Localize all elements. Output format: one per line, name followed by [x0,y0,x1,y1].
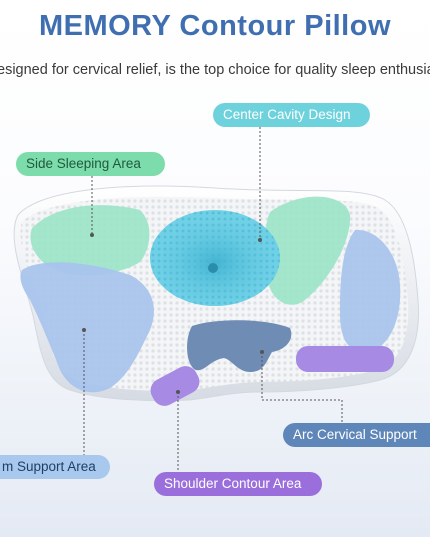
center-cavity-label: Center Cavity Design [213,103,370,127]
right-support-area [340,229,401,353]
side-sleeping-label: Side Sleeping Area [16,152,165,176]
shoulder-contour-right [296,346,394,372]
shoulder-contour-label: Shoulder Contour Area [154,472,322,496]
page-subtitle: esigned for cervical relief, is the top … [0,62,430,78]
side-sleeping-area-left [30,205,150,276]
page-title: MEMORY Contour Pillow [38,10,392,42]
arm-support-area [20,262,154,393]
arm-support-label: m Support Area [0,455,110,479]
arc-cervical-label: Arc Cervical Support [283,423,430,447]
side-sleeping-area-right [265,196,351,305]
arc-cervical-area [187,320,292,372]
shoulder-contour-left [150,366,200,406]
